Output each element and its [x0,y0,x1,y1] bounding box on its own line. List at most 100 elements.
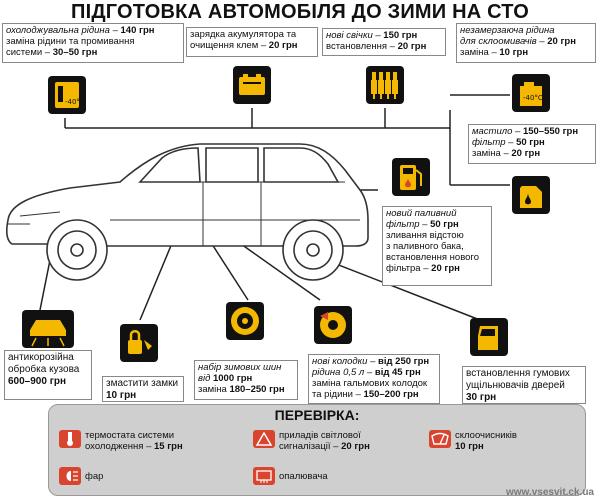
locks-label: змастити замки [106,378,179,389]
spark-install-price: 20 грн [397,41,427,52]
oil-price: 150–550 грн [522,126,579,137]
battery-icon [233,66,271,104]
fuel-drain-label: зливання відстою [386,230,464,241]
tire-icon [226,302,264,340]
oil-canister-icon [512,176,550,214]
tires-info-box: набір зимових шин від 1000 грн заміна 18… [194,360,298,400]
tires-label: набір зимових шин [198,362,282,373]
lights-price: 20 грн [341,441,370,452]
coolant-system-label: системи – [6,47,51,58]
spark-plugs-icon [366,66,404,104]
seals-label-2: ущільнювачів дверей [466,380,565,391]
brakes-replace-price: 150–200 грн [363,389,419,400]
site-url[interactable]: www.vsesvit.ck.ua [505,487,594,498]
tires-replace-price: 180–250 грн [229,384,285,395]
fuel-filter-label: фільтр – [386,219,428,230]
heater-label: опалювача [279,471,328,482]
tires-price: 1000 грн [212,373,253,384]
locks-info-box: змастити замки 10 грн [102,376,184,402]
fuel-info-box: новий паливний фільтр – 50 грн зливання … [382,206,492,286]
thermostat-price: 15 грн [154,441,183,452]
wipers-price: 10 грн [455,441,484,452]
washer-info-box: незамерзаюча рідина для склоомивачів – 2… [456,23,596,63]
washer-label: незамерзаюча рідина [460,25,555,36]
rear-defrost-icon [253,467,275,485]
coolant-price: 140 грн [120,25,155,36]
brakes-fluid-price: від 45 грн [374,367,421,378]
brakes-pads-price: від 250 грн [378,356,430,367]
fuel-filter2-label: фільтра – [386,263,429,274]
body-info-box: антикорозійна обробка кузова 600–900 грн [4,350,92,400]
check-title: ПЕРЕВІРКА: [274,407,360,423]
fuel-tank-label: з паливного бака, [386,241,464,252]
check-wipers: склоочисників 10 грн [455,430,517,452]
oil-filter-label: фільтр – [472,137,514,148]
washer-replace-price: 10 грн [499,47,529,58]
car-underbody-icon [22,310,74,348]
washer-fluid-icon: -40°C [512,74,550,112]
oil-replace-label: заміна – [472,148,509,159]
locks-price: 10 грн [106,390,137,401]
check-lights: приладів світлової сигналізації – 20 грн [279,430,370,452]
coolant-temp-icon: -40°C [48,76,86,114]
page-title: ПІДГОТОВКА АВТОМОБІЛЯ ДО ЗИМИ НА СТО [71,1,529,23]
coolant-info-box: охолоджувальна рідина – 140 грн заміна р… [2,23,184,63]
washer-label-2: для склоомивачів – [460,36,545,47]
brakes-replace-label: заміна гальмових колодок [312,378,428,389]
lights-label: приладів світлової [279,430,361,441]
check-heater: опалювача [279,471,328,482]
body-price: 600–900 грн [8,376,67,387]
seals-price: 30 грн [466,392,497,403]
brakes-pads-label: нові колодки – [312,356,376,367]
check-headlights: фар [85,471,103,482]
brakes-replace-label-2: та рідини – [312,389,361,400]
hazard-triangle-icon [253,430,275,448]
battery-price: 20 грн [268,40,298,51]
coolant-label: охолоджувальна рідина [6,25,110,36]
headlights-label: фар [85,471,104,482]
seals-label: встановлення гумових [466,368,570,379]
lights-label-2: сигналізації – [279,441,339,452]
thermometer-icon [59,430,81,448]
brakes-info-box: нові колодки – від 250 грн рідина 0,5 л … [308,354,440,404]
battery-info-box: зарядка акумулятора та очищення клем – 2… [186,27,318,57]
windshield-wiper-icon [429,430,451,448]
oil-label: мастило – [472,126,521,137]
brake-disc-icon [314,306,352,344]
fuel-install-price: 20 грн [431,263,460,274]
tires-from-label: від [198,373,211,384]
coolant-replace-price: 30–50 грн [52,47,98,58]
thermostat-label-2: охолодження – [85,441,152,452]
car-illustration [6,143,369,281]
headlight-icon [59,467,81,485]
check-thermostat: термостата системи охолодження – 15 грн [85,430,183,452]
fuel-pump-icon [392,158,430,196]
fuel-install-label: встановлення нового [386,252,479,263]
oil-info-box: мастило – 150–550 грн фільтр – 50 грн за… [468,124,596,164]
lock-lubricant-icon [120,324,158,362]
spark-info-box: нові свічки – 150 грн встановлення – 20 … [322,28,446,56]
check-panel: ПЕРЕВІРКА: термостата системи охолодженн… [48,404,586,496]
spark-label: нові свічки – [326,30,381,41]
washer-price: 20 грн [547,36,576,47]
seals-info-box: встановлення гумових ущільнювачів дверей… [462,366,586,404]
spark-price: 150 грн [383,30,418,41]
battery-label: зарядка акумулятора та [190,29,297,40]
coolant-replace-label: заміна рідини та промивання [6,36,135,47]
body-label: антикорозійна [8,352,74,363]
battery-clean-label: очищення клем – [190,40,267,51]
oil-replace-price: 20 грн [511,148,541,159]
svg-text:-40°C: -40°C [65,98,85,106]
brakes-fluid-label: рідина 0,5 л – [312,367,373,378]
wipers-label: склоочисників [455,430,517,441]
washer-replace-label: заміна – [460,47,497,58]
car-door-icon [470,318,508,356]
spark-install-label: встановлення – [326,41,395,52]
fuel-filter-price: 50 грн [430,219,459,230]
oil-filter-price: 50 грн [516,137,545,148]
fuel-label: новий паливний [386,208,457,219]
tires-replace-label: заміна [198,384,227,395]
body-label-2: обробка кузова [8,364,80,375]
thermostat-label: термостата системи [85,430,175,441]
svg-text:-40°C: -40°C [523,94,543,102]
